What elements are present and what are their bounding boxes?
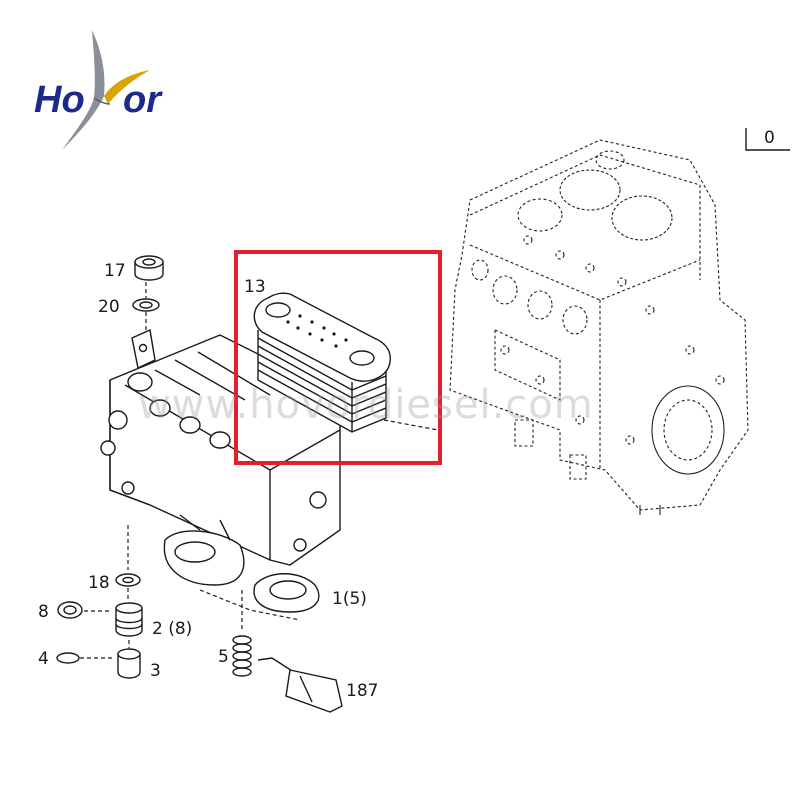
callout-18: 18 (88, 573, 110, 593)
logo-text-right: or (123, 79, 163, 121)
part-20-washer (132, 298, 160, 312)
watermark-text: www.hovordiesel.com (138, 382, 594, 428)
bird-icon (62, 30, 150, 150)
corner-label: 0 (764, 128, 775, 148)
callout-1: 1(5) (332, 589, 367, 609)
callout-17: 17 (104, 261, 126, 281)
engine-block (449, 139, 749, 515)
callout-187: 187 (346, 681, 378, 701)
brand-logo: Ho or (34, 30, 163, 150)
callout-labels: 13 17 20 18 8 2 (8) 4 3 1(5) 5 187 (38, 261, 378, 701)
part-5-spring (232, 635, 252, 677)
highlight-frame (234, 250, 442, 465)
callout-5: 5 (218, 647, 229, 667)
logo-text-left: Ho (34, 79, 85, 121)
callout-13: 13 (244, 277, 266, 297)
part-17-plug (134, 255, 164, 281)
callout-2: 2 (8) (152, 619, 192, 639)
part-187-sealant-tube (257, 657, 343, 713)
part-4-o-ring (56, 652, 80, 664)
part-2-valve-plug (115, 602, 143, 637)
part-8-seal-ring (57, 601, 83, 619)
corner-frame: 0 (745, 128, 790, 151)
part-18-washer (115, 573, 141, 587)
callout-4: 4 (38, 649, 49, 669)
cooler-fins (257, 330, 387, 433)
cooler-element-part-13 (253, 292, 439, 433)
callout-8: 8 (38, 602, 49, 622)
part-3-plug (117, 648, 141, 679)
callout-20: 20 (98, 297, 120, 317)
callout-3: 3 (150, 661, 161, 681)
